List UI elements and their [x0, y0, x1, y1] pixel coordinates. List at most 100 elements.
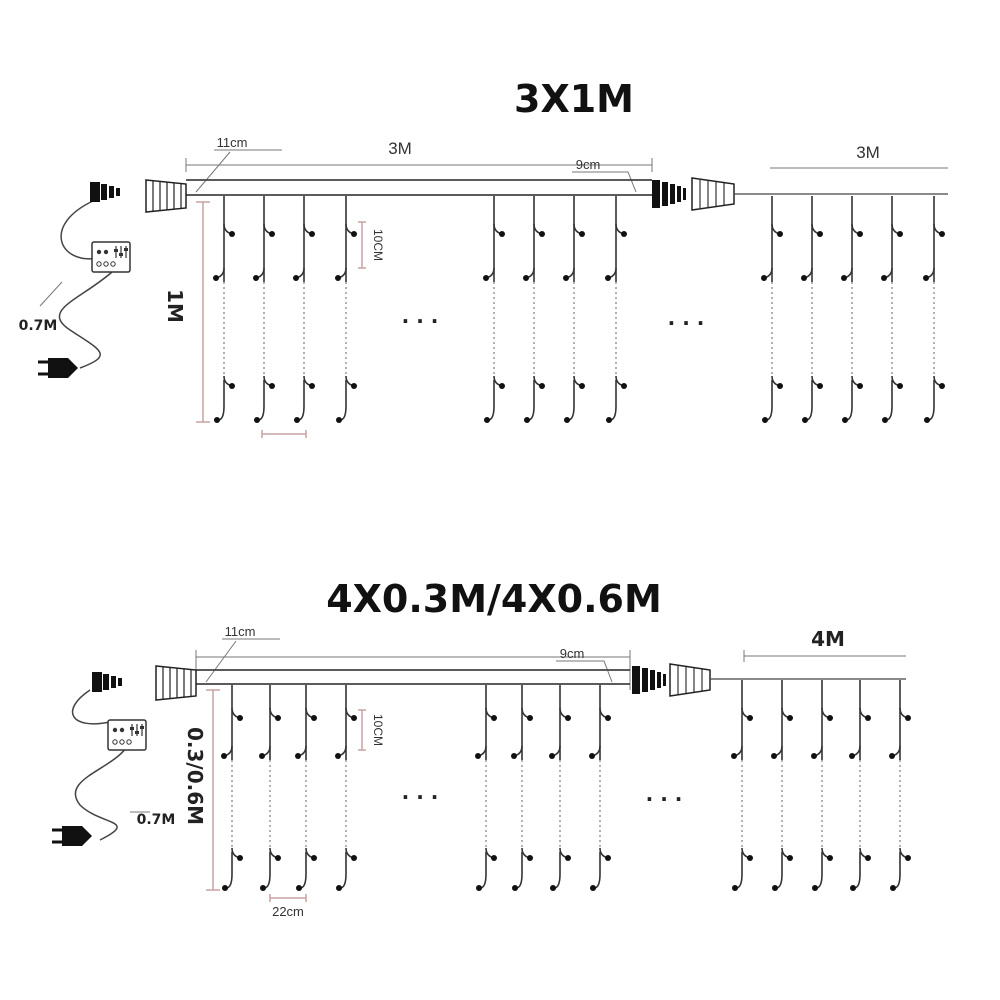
- bulb: [351, 855, 357, 861]
- leader-cable-top: [39, 281, 63, 307]
- light-strand: [841, 196, 863, 423]
- label-length-ext-bottom: 4M: [811, 627, 845, 651]
- light-strand: [923, 196, 945, 423]
- light-strand: [761, 196, 783, 423]
- bulb: [827, 855, 833, 861]
- diagram-bottom: 4X0.3M/4X0.6M 11cm 9cm 4M: [52, 577, 911, 919]
- light-strand: [881, 196, 903, 423]
- plug-icon: [52, 826, 92, 846]
- strand-wire: [567, 380, 575, 421]
- strand-wire: [297, 380, 305, 421]
- bulb: [897, 231, 903, 237]
- bulb: [539, 383, 545, 389]
- light-strand: [523, 196, 545, 423]
- strand-wire: [815, 852, 823, 889]
- bulb: [761, 275, 767, 281]
- strand-wire: [339, 380, 347, 421]
- bulb: [747, 715, 753, 721]
- leader-11cm-bottom: [205, 638, 280, 683]
- bulb: [579, 383, 585, 389]
- bulb: [296, 885, 302, 891]
- label-length-ext-top: 3M: [856, 143, 880, 162]
- plug-icon: [38, 358, 78, 378]
- bulb: [527, 855, 533, 861]
- light-strand: [253, 196, 275, 423]
- bulb: [476, 885, 482, 891]
- light-strand: [771, 680, 793, 891]
- bulb: [605, 715, 611, 721]
- bulb: [512, 885, 518, 891]
- bulb: [295, 753, 301, 759]
- strand-wire: [553, 852, 561, 889]
- bulb: [237, 715, 243, 721]
- bulb: [293, 275, 299, 281]
- bulb: [550, 885, 556, 891]
- bulb: [213, 275, 219, 281]
- bulb: [351, 715, 357, 721]
- bulb: [563, 275, 569, 281]
- bulb: [222, 885, 228, 891]
- bulb: [269, 231, 275, 237]
- bulb: [475, 753, 481, 759]
- bulb: [564, 417, 570, 423]
- light-strand: [259, 685, 281, 891]
- dim-spacing-bottom: [269, 894, 307, 902]
- strand-wire: [487, 380, 495, 421]
- label-9cm-top: 9cm: [576, 157, 601, 172]
- dim-line-main: [185, 158, 653, 172]
- bulb: [523, 275, 529, 281]
- bulb: [260, 885, 266, 891]
- bulb: [857, 383, 863, 389]
- bulb: [939, 383, 945, 389]
- ellipsis-top-2: · · ·: [668, 311, 705, 335]
- label-cable-bottom: 0.7M: [137, 812, 176, 828]
- strand-wire: [845, 380, 853, 421]
- label-cable-top: 0.7M: [19, 318, 58, 334]
- bulb: [850, 885, 856, 891]
- title-bottom: 4X0.3M/4X0.6M: [326, 577, 662, 621]
- bulb: [579, 231, 585, 237]
- bulb: [787, 855, 793, 861]
- label-10cm-top: 10CM: [371, 229, 385, 261]
- strand-wire: [299, 852, 307, 889]
- label-10cm-bottom: 10CM: [371, 714, 385, 746]
- bulb: [889, 753, 895, 759]
- strand-wire: [225, 852, 233, 889]
- diagram-top: 3X1M 3M 11cm 9cm 3M: [19, 77, 948, 438]
- bulb: [336, 885, 342, 891]
- strands-top: [213, 196, 945, 423]
- label-height-top: 1M: [163, 289, 187, 323]
- bulb: [923, 275, 929, 281]
- ellipsis-bottom-1: · · ·: [402, 785, 439, 809]
- light-strand: [563, 196, 585, 423]
- bulb: [539, 231, 545, 237]
- bulb: [311, 715, 317, 721]
- light-strand: [335, 196, 357, 423]
- bulb: [621, 231, 627, 237]
- light-strand: [335, 685, 357, 891]
- bulb: [214, 417, 220, 423]
- light-strand: [293, 196, 315, 423]
- light-strand: [589, 685, 611, 891]
- bulb: [606, 417, 612, 423]
- title-top: 3X1M: [514, 77, 634, 121]
- bulb: [259, 753, 265, 759]
- power-cable-top: [58, 199, 113, 369]
- strand-wire: [775, 852, 783, 889]
- bulb: [827, 715, 833, 721]
- light-strand: [889, 680, 911, 891]
- light-strand: [801, 196, 823, 423]
- light-strand: [549, 685, 571, 891]
- bulb: [777, 383, 783, 389]
- light-strand: [295, 685, 317, 891]
- bulb: [905, 715, 911, 721]
- bulb: [484, 417, 490, 423]
- strand-wire: [893, 852, 901, 889]
- bulb: [565, 855, 571, 861]
- strand-wire: [805, 380, 813, 421]
- label-22cm-bottom: 22cm: [272, 904, 304, 919]
- dim-line-ext-bottom: [743, 650, 906, 662]
- bulb: [511, 753, 517, 759]
- bulb: [336, 417, 342, 423]
